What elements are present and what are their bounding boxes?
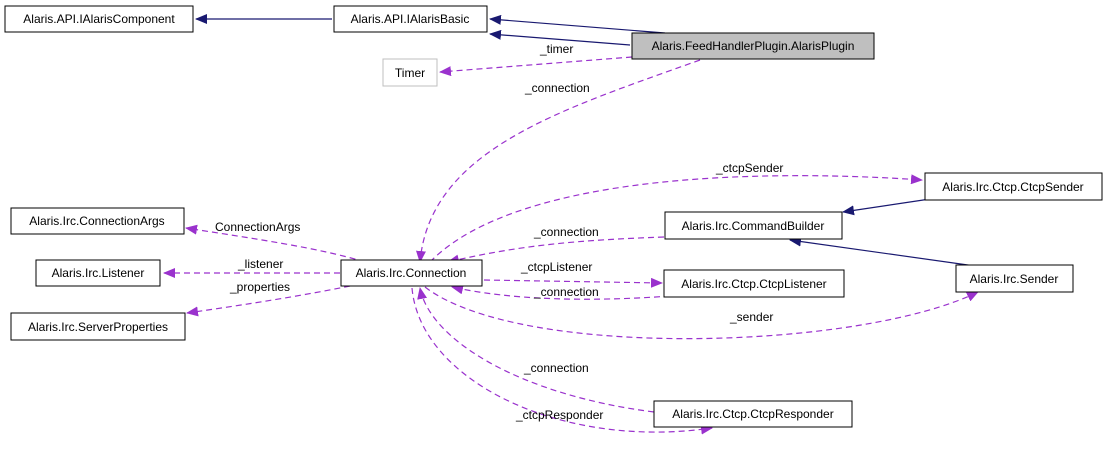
node-timer[interactable]: Timer	[382, 58, 438, 87]
edge-label-ctcpresponder: _ctcpResponder	[515, 408, 603, 422]
node-label-sender: Alaris.Irc.Sender	[970, 272, 1059, 286]
node-ialariscomponent[interactable]: Alaris.API.IAlarisComponent	[4, 5, 194, 33]
node-label-connectionargs: Alaris.Irc.ConnectionArgs	[29, 214, 164, 228]
edge-alarisplugin-connection	[416, 59, 701, 263]
node-ctcpresponder[interactable]: Alaris.Irc.Ctcp.CtcpResponder	[653, 400, 853, 428]
edge-label-properties: _properties	[229, 280, 290, 294]
edge-label-timer: _timer	[539, 42, 573, 56]
usage-edges	[163, 56, 979, 435]
node-label-timer: Timer	[395, 66, 425, 80]
node-label-ctcplistener: Alaris.Irc.Ctcp.CtcpListener	[681, 277, 826, 291]
node-connectionargs[interactable]: Alaris.Irc.ConnectionArgs	[10, 207, 185, 235]
edge-connection-ctcplistener	[483, 277, 663, 288]
node-label-listener: Alaris.Irc.Listener	[52, 266, 145, 280]
edge-connection-sender	[424, 286, 979, 340]
node-commandbuilder[interactable]: Alaris.Irc.CommandBuilder	[664, 211, 843, 240]
edge-label-connection-cr: _connection	[523, 361, 589, 375]
node-label-connection: Alaris.Irc.Connection	[356, 266, 467, 280]
node-alarisplugin[interactable]: Alaris.FeedHandlerPlugin.AlarisPlugin	[631, 32, 875, 60]
edge-connection-ctcpresponder	[411, 287, 713, 435]
edge-label-ctcpsender: _ctcpSender	[715, 161, 783, 175]
node-connection[interactable]: Alaris.Irc.Connection	[340, 259, 483, 287]
node-ialarisbasic[interactable]: Alaris.API.IAlarisBasic	[333, 5, 488, 33]
edge-connection-serverproperties	[186, 285, 351, 317]
edge-connection-ctcpsender	[429, 174, 923, 263]
edge-ctcpresponder-connection	[417, 287, 655, 413]
edge-sender-to-commandbuilder	[789, 236, 976, 267]
edge-label-connection-main: _connection	[524, 81, 590, 95]
edge-label-connection-cb: _connection	[533, 225, 599, 239]
edge-label-sender: _sender	[729, 310, 773, 324]
node-label-commandbuilder: Alaris.Irc.CommandBuilder	[682, 219, 825, 233]
edge-connection-connectionargs	[185, 224, 366, 263]
node-label-ialariscomponent: Alaris.API.IAlarisComponent	[23, 12, 175, 26]
edge-alarisplugin-to-ialarisbasic-a	[489, 14, 666, 34]
edge-label-connection-cl: _connection	[533, 285, 599, 299]
edge-labels: _timer _connection _ctcpSender Connectio…	[215, 42, 783, 422]
edge-commandbuilder-connection	[447, 236, 665, 265]
node-label-ialarisbasic: Alaris.API.IAlarisBasic	[351, 12, 470, 26]
edge-alarisplugin-to-ialarisbasic-b	[489, 29, 631, 46]
node-sender[interactable]: Alaris.Irc.Sender	[955, 264, 1074, 293]
node-label-alarisplugin: Alaris.FeedHandlerPlugin.AlarisPlugin	[652, 39, 855, 53]
edge-label-connectionargs: ConnectionArgs	[215, 220, 300, 234]
edge-alarisplugin-timer	[439, 56, 633, 77]
edge-label-ctcplistener: _ctcpListener	[520, 260, 592, 274]
node-label-ctcpsender: Alaris.Irc.Ctcp.CtcpSender	[942, 180, 1083, 194]
node-listener[interactable]: Alaris.Irc.Listener	[35, 259, 161, 287]
node-label-serverproperties: Alaris.Irc.ServerProperties	[28, 320, 168, 334]
node-label-ctcpresponder: Alaris.Irc.Ctcp.CtcpResponder	[672, 407, 833, 421]
node-ctcplistener[interactable]: Alaris.Irc.Ctcp.CtcpListener	[663, 269, 845, 298]
node-serverproperties[interactable]: Alaris.Irc.ServerProperties	[10, 312, 186, 341]
edge-ctcpsender-to-commandbuilder	[842, 198, 931, 216]
inheritance-edges	[195, 14, 976, 267]
edge-label-listener: _listener	[237, 257, 283, 271]
node-ctcpsender[interactable]: Alaris.Irc.Ctcp.CtcpSender	[924, 172, 1103, 201]
